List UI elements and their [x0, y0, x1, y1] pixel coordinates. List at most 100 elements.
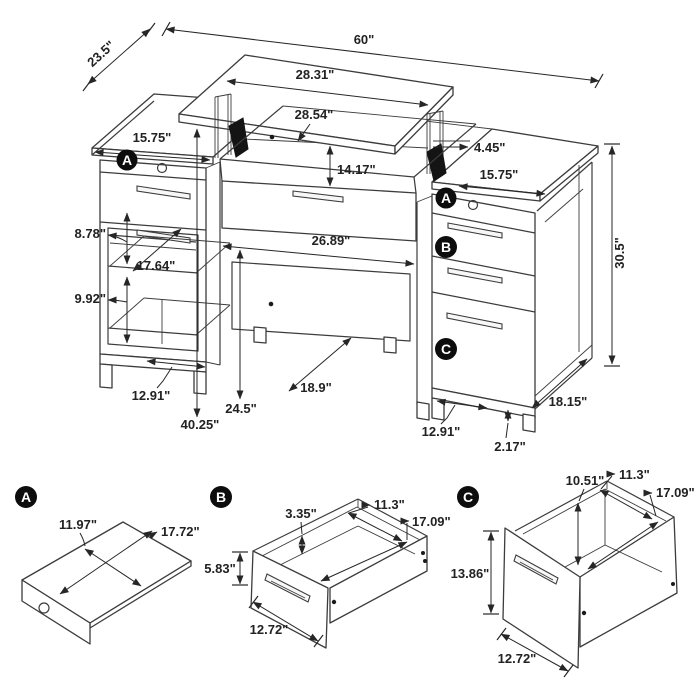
svg-text:28.31": 28.31" — [296, 67, 335, 82]
svg-text:12.91": 12.91" — [132, 388, 171, 403]
left-pedestal — [99, 159, 231, 395]
left-tray-knob — [156, 162, 168, 174]
svg-text:18.9": 18.9" — [300, 380, 331, 395]
svg-text:26.89": 26.89" — [312, 233, 351, 248]
drawer-c-side — [579, 516, 678, 648]
drawer-b-dot-1 — [421, 551, 425, 555]
svg-text:A: A — [21, 489, 31, 505]
tray-knob — [38, 602, 50, 614]
svg-text:60": 60" — [354, 32, 375, 47]
svg-text:5.83": 5.83" — [204, 561, 235, 576]
svg-text:11.3": 11.3" — [619, 467, 650, 482]
dim-right-top-width: 15.75" — [458, 167, 546, 197]
lift-frame — [219, 105, 477, 194]
lift-top-side-edge — [394, 86, 454, 155]
dimensions-main: 23.5" 60" 28.31" 28.54" 4.45" — [75, 21, 627, 454]
dim-b-front-width: 12.72" — [248, 595, 324, 648]
dim-overall-depth: 23.5" — [82, 22, 156, 92]
svg-text:A: A — [441, 190, 451, 206]
dim-b-inner-width: 11.3" — [347, 497, 405, 542]
knee-back-panel — [231, 261, 411, 342]
dim-c-inner-depth: 17.09" — [587, 485, 695, 570]
dim-lift-top-height: 40.25" — [181, 128, 220, 432]
dim-lift-rise: 14.17" — [326, 145, 376, 187]
svg-text:C: C — [441, 341, 451, 357]
svg-text:C: C — [463, 489, 473, 505]
svg-text:17.09": 17.09" — [656, 485, 695, 500]
dim-shelf-depth: 17.64" — [132, 228, 182, 273]
drawer-c-drawing — [502, 480, 678, 669]
badge-detail-c — [457, 486, 479, 508]
badges-main: A A B C — [116, 149, 457, 360]
detail-a: A 17.72" 11.97" — [15, 486, 200, 645]
right-pedestal — [416, 161, 593, 433]
svg-text:17.09": 17.09" — [412, 514, 451, 529]
badge-a-right: A — [435, 187, 457, 209]
center-drawer-handle — [292, 190, 344, 203]
detail-c: C 13.86" 12.72" — [451, 467, 695, 678]
dim-left-top-width: 15.75" — [94, 130, 211, 163]
frame-screw-dot — [269, 134, 275, 140]
badge-c: C — [435, 338, 457, 360]
badge-detail-b — [210, 486, 232, 508]
drawer-c-front — [502, 527, 581, 669]
dim-b-inner-height: 3.35" — [285, 506, 317, 555]
svg-text:12.72": 12.72" — [498, 651, 537, 666]
svg-text:13.86": 13.86" — [451, 566, 490, 581]
dim-c-inner-width: 11.3" — [599, 467, 653, 520]
dim-lift-gap: 4.45" — [433, 140, 505, 155]
svg-text:4.45": 4.45" — [474, 140, 505, 155]
svg-text:11.3": 11.3" — [374, 497, 405, 512]
svg-text:17.64": 17.64" — [137, 258, 176, 273]
dim-knee-depth: 18.9" — [288, 337, 352, 395]
svg-text:A: A — [122, 152, 132, 168]
dim-c-front-width: 12.72" — [496, 627, 574, 678]
knee-back-foot-right — [383, 336, 397, 354]
right-inner-foot — [416, 401, 430, 421]
dim-upper-shelf-height: 8.78" — [75, 212, 131, 265]
dim-lift-top-open-depth: 28.54" — [295, 107, 333, 142]
right-drawer-handle-1 — [447, 222, 503, 239]
badge-detail-a — [15, 486, 37, 508]
right-file-drawer-handle — [446, 312, 503, 330]
svg-text:11.97": 11.97" — [59, 517, 97, 532]
dim-base-height: 2.17" — [494, 409, 526, 454]
knee-screw-dot — [268, 301, 274, 307]
left-front-foot — [99, 363, 113, 389]
svg-text:14.17": 14.17" — [337, 162, 376, 177]
dim-tray-depth: 11.97" — [59, 517, 142, 587]
svg-text:15.75": 15.75" — [133, 130, 172, 145]
right-outer-foot — [522, 413, 536, 433]
badge-a-left: A — [116, 149, 138, 171]
svg-text:40.25": 40.25" — [181, 417, 220, 432]
svg-text:10.51": 10.51" — [566, 473, 605, 488]
drawer-b-dot-3 — [331, 599, 337, 605]
svg-text:24.5": 24.5" — [225, 401, 256, 416]
svg-text:B: B — [216, 489, 226, 505]
drawer-c-dot-2 — [671, 582, 675, 586]
badge-b: B — [435, 236, 457, 258]
knee-back-foot-left — [253, 326, 267, 344]
dim-knee-height: 24.5" — [225, 249, 257, 416]
svg-text:8.78": 8.78" — [75, 226, 106, 241]
svg-text:B: B — [441, 239, 451, 255]
knee-space — [221, 180, 417, 354]
svg-text:12.72": 12.72" — [250, 622, 289, 637]
dim-overall-height: 30.5" — [604, 143, 627, 367]
detail-b: B 5.83" 12.72" — [204, 486, 451, 649]
dim-right-base-width: 12.91" — [422, 398, 488, 439]
drawer-b-side — [329, 535, 428, 624]
dim-pedestal-depth: 18.15" — [531, 358, 588, 409]
right-tray-knob — [467, 199, 479, 211]
dim-lower-shelf-height: 9.92" — [75, 276, 131, 344]
svg-text:17.72": 17.72" — [161, 524, 200, 539]
left-drawer-handle — [136, 185, 191, 200]
lift-arm-left — [228, 117, 249, 158]
svg-text:23.5": 23.5" — [84, 38, 117, 70]
dim-overall-width: 60" — [161, 21, 604, 89]
dim-knee-width: 26.89" — [222, 233, 415, 267]
dim-lift-top-width: 28.31" — [226, 67, 429, 108]
main-view: 23.5" 60" 28.31" 28.54" 4.45" — [75, 21, 627, 454]
svg-text:30.5": 30.5" — [612, 237, 627, 268]
